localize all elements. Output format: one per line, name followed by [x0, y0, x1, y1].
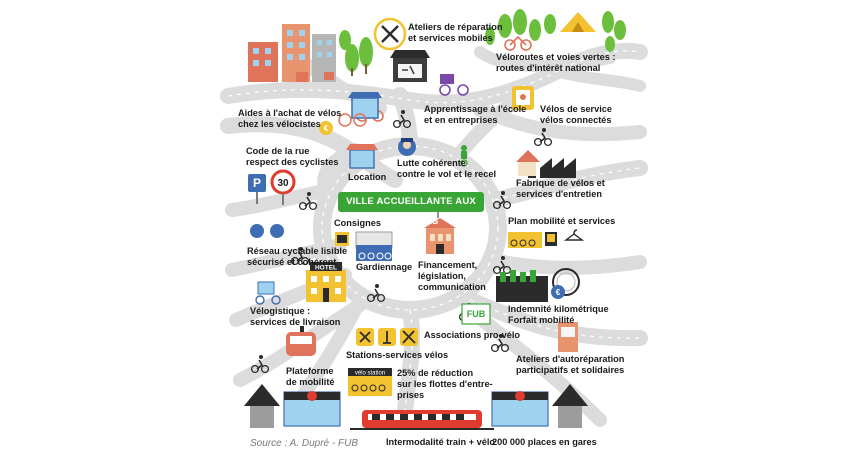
- station-icon: [244, 384, 341, 428]
- bicycle-icon: [250, 224, 284, 238]
- tools-icon: [558, 322, 578, 352]
- euro-coin-icon: €: [551, 285, 565, 299]
- tent-icon: [560, 12, 596, 32]
- cargo-bike-icon: [439, 74, 469, 96]
- label-intermodalite: Intermodalité train + vélo: [386, 437, 496, 447]
- source-caption: Source : A. Dupré - FUB: [250, 438, 358, 449]
- station-icon: [491, 384, 588, 428]
- police-icon: [398, 138, 416, 156]
- label-stations: Stations-services vélos: [346, 350, 449, 360]
- label-gardiennage: Gardiennage: [356, 262, 413, 272]
- wrench-screwdriver-icon: [373, 17, 407, 51]
- label-places-gares: 200 000 places en gares: [492, 437, 597, 447]
- delivery-bike-icon: [255, 281, 281, 305]
- center-title: VILLE ACCUEILLANTE AUX CYCLISTES: [338, 192, 484, 227]
- label-veloroutes: Véloroutes et voies vertes :routes d'int…: [496, 52, 616, 73]
- label-associations: Associations pro-vélo: [424, 330, 520, 340]
- coat-hanger-icon: [563, 229, 585, 241]
- cyclist-icon: [460, 145, 468, 167]
- label-location: Location: [348, 172, 387, 182]
- label-consignes: Consignes: [334, 218, 381, 228]
- tree-icon: [485, 9, 626, 52]
- shop-icon: [346, 144, 378, 169]
- phone-map-icon: [512, 86, 534, 110]
- speed-limit-icon: 30: [270, 169, 296, 205]
- svg-text:€: €: [324, 124, 329, 133]
- svg-text:HOTEL: HOTEL: [315, 265, 337, 272]
- label-velogistique: Vélogistique :services de livraison: [250, 306, 341, 327]
- locker-icon: [335, 231, 393, 249]
- euro-coin-icon: €: [319, 113, 367, 135]
- shop-icon: [390, 50, 430, 82]
- bike-rack-icon: vélo station: [348, 368, 392, 396]
- label-financement: Financement,législation,communication: [418, 260, 486, 292]
- fub-logo: FUB: [461, 303, 491, 325]
- label-plan-mobilite: Plan mobilité et services: [508, 216, 616, 226]
- svg-text:30: 30: [277, 178, 289, 189]
- hotel-icon: HOTEL: [306, 262, 346, 302]
- bike-rack-icon: [508, 232, 557, 248]
- tree-icon: [339, 30, 373, 76]
- svg-text:P: P: [253, 176, 261, 190]
- tram-icon: [286, 326, 316, 356]
- svg-text:€: €: [556, 288, 561, 297]
- solar-building-icon: [496, 268, 580, 302]
- factory-icon: [516, 150, 576, 178]
- train-icon: [350, 410, 494, 430]
- shop-icon: [348, 92, 382, 119]
- tools-icon: [356, 328, 418, 346]
- bike-rack-icon: [356, 245, 392, 261]
- house-icon: [248, 24, 336, 82]
- bicycle-icon: [504, 35, 532, 51]
- parking-sign-icon: P: [248, 174, 266, 204]
- svg-text:FUB: FUB: [467, 309, 486, 319]
- svg-text:vélo station: vélo station: [355, 371, 385, 377]
